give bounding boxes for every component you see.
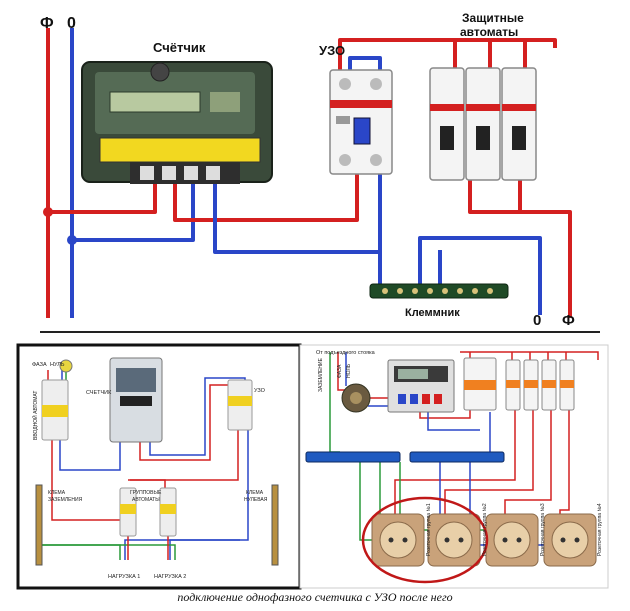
bl-label-meter: СЧЕТЧИК [86,390,112,396]
br-label-zero: НОЛЬ [346,363,352,378]
bl-label-ground-bus-1: КЛЕМА [48,490,66,496]
ground-symbol-icon [59,359,73,373]
rcd-label: УЗО [319,43,345,58]
br-socket-group-1: Розеточная группа №1 [426,503,432,556]
socket-2 [427,513,481,567]
socket-4 [543,513,597,567]
br-breakers [505,359,575,411]
bl-load-1: НАГРУЗКА 1 [108,574,140,580]
neutral-label-right: 0 [533,312,541,329]
breaker-phase-out-2 [468,180,520,214]
bl-label-zero: НУЛЬ [50,362,65,368]
bl-label-input-breaker: ВВОДНОЙ АВТОМАТ [31,391,39,440]
br-label-from-riser: От подъездного стояка [316,350,376,356]
bl-label-ground-bus-2: ЗАЗЕМЛЕНИЯ [48,497,83,503]
breakers-label-line2: автоматы [460,25,518,39]
terminal-block [369,283,509,299]
phase-junction [43,207,53,217]
phase-label-left: Ф [40,15,54,32]
incoming-switch [341,383,371,413]
br-socket-group-4: Розеточная группа №4 [597,503,603,556]
br-label-phase: ФАЗА [337,364,343,378]
bottom-right-panel: От подъездного стояка ЗАЗЕМЛЕНИЕ ФАЗА НО… [299,344,609,589]
breakers-label-line1: Защитные [462,11,524,25]
bl-label-group-2: АВТОМАТЫ [132,497,160,503]
breaker-2 [465,67,501,181]
bl-label-neutral-bus-2: НУЛЕВАЯ [244,497,268,503]
highlight-ellipse [361,496,489,584]
breaker-3 [501,67,537,181]
bl-label-group-1: ГРУППОВЫЕ [130,490,162,496]
br-bus-neutral [409,451,505,463]
neutral-junction [67,235,77,245]
ground-bus [35,484,43,566]
diagram-caption: подключение однофазного счетчика с УЗО п… [177,590,453,604]
phase-label-right: Ф [562,312,575,329]
br-socket-group-3: Розеточная группа №3 [540,503,546,556]
meter-label: Счётчик [153,40,206,55]
neutral-label-left: 0 [67,15,76,32]
br-socket-group-2: Розеточная группа №2 [482,503,488,556]
rcd-device [329,69,393,175]
neutral-to-meter [72,180,195,242]
meter-phase-to-rcd [173,172,359,222]
neutral-bus [271,484,279,566]
breaker-phase-out [518,180,572,318]
top-diagram: Ф 0 0 Ф Счётчик УЗО Защитные автоматы Кл… [40,11,600,333]
phase-to-meter [48,180,157,214]
br-label-ground: ЗАЗЕМЛЕНИЕ [318,357,324,392]
breakers-group [429,67,537,181]
bl-label-rcd: УЗО [254,388,266,394]
bl-label-phase: ФАЗА [32,362,47,368]
terminal-label: Клеммник [405,307,460,319]
breaker-1 [429,67,465,181]
bottom-left-panel: ФАЗА НУЛЬ ВВОДНОЙ АВТОМАТ СЧЕТЧИК УЗО ГР… [16,343,302,590]
meter-device [81,61,273,184]
br-bus-ground [305,451,401,463]
bl-label-neutral-bus-1: КЛЕМА [246,490,264,496]
socket-3 [485,513,539,567]
bl-load-2: НАГРУЗКА 2 [154,574,186,580]
socket-1 [371,513,425,567]
terminal-neutral-out [418,236,542,315]
small-meter [109,357,163,443]
rcd-to-breakers [338,38,557,70]
br-meter [387,359,455,413]
